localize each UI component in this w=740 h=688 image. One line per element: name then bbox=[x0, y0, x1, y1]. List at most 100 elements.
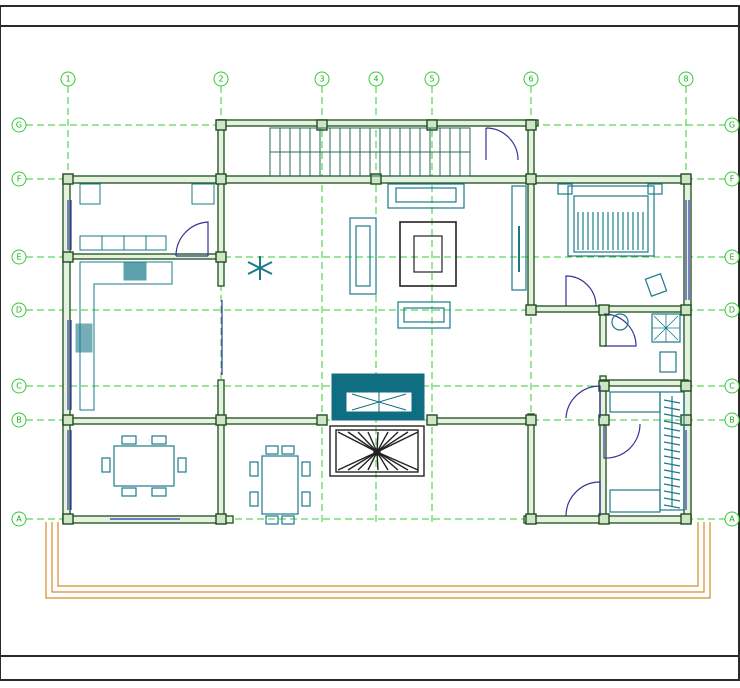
wall-post bbox=[525, 414, 537, 426]
drawing-frame-outer bbox=[0, 5, 740, 681]
wall-post bbox=[370, 173, 382, 185]
grid-bubble bbox=[11, 412, 27, 428]
door-swing-icon bbox=[603, 313, 637, 347]
grid-axis-label: E bbox=[16, 253, 21, 262]
wall-post bbox=[215, 119, 227, 131]
grid-bubble bbox=[724, 117, 740, 133]
grid-axis-label: A bbox=[729, 515, 735, 524]
wall-post bbox=[680, 513, 692, 525]
wall-post bbox=[680, 414, 692, 426]
grid-bubble bbox=[11, 249, 27, 265]
wardrobe bbox=[609, 391, 685, 513]
grid-axis-label: D bbox=[16, 306, 22, 315]
grid-bubble bbox=[11, 117, 27, 133]
door-swing-icon bbox=[175, 221, 209, 257]
grid-axis-label: F bbox=[730, 175, 735, 184]
entrance-landing bbox=[329, 425, 425, 477]
wall-post bbox=[525, 304, 537, 316]
grid-axis-label: G bbox=[729, 121, 735, 130]
wall-post bbox=[215, 414, 227, 426]
bedroom bbox=[511, 183, 668, 297]
wall-posts bbox=[62, 119, 692, 525]
door-swing-icon bbox=[485, 127, 519, 161]
grid-bubble bbox=[213, 71, 229, 87]
grid-bubble bbox=[724, 378, 740, 394]
grid-bubble bbox=[523, 71, 539, 87]
wall-post bbox=[426, 414, 438, 426]
coffee-table-icon bbox=[399, 221, 457, 287]
grid-bubble bbox=[724, 171, 740, 187]
door-swing-icon bbox=[565, 481, 601, 517]
toilet-icon bbox=[659, 351, 677, 373]
grid-bubble bbox=[724, 249, 740, 265]
bathroom bbox=[611, 313, 681, 373]
living-room bbox=[247, 183, 465, 329]
bed-icon bbox=[567, 185, 655, 257]
grid-bubble bbox=[314, 71, 330, 87]
doors bbox=[175, 127, 641, 517]
grid-axis-label: F bbox=[17, 175, 22, 184]
grid-axis-label: 3 bbox=[319, 75, 324, 84]
grid-axis-label: C bbox=[729, 382, 735, 391]
door-swing-icon bbox=[565, 275, 597, 307]
staircase bbox=[269, 127, 471, 177]
sink-icon bbox=[75, 323, 93, 353]
sofa-icon bbox=[387, 183, 465, 209]
wall-post bbox=[525, 513, 537, 525]
terrace bbox=[45, 522, 711, 599]
grid-bubble bbox=[424, 71, 440, 87]
fireplace bbox=[331, 373, 425, 421]
grid-axis-label: A bbox=[16, 515, 22, 524]
wall-post bbox=[680, 173, 692, 185]
door-swing-icon bbox=[565, 385, 601, 419]
sofa-icon bbox=[349, 217, 377, 295]
wall-post bbox=[680, 380, 692, 392]
grid-axis-label: C bbox=[16, 382, 22, 391]
wall-post bbox=[525, 119, 537, 131]
grid-bubble bbox=[11, 511, 27, 527]
dining-table-right bbox=[249, 445, 311, 525]
grid-axis-label: 5 bbox=[429, 75, 434, 84]
grid-bubble bbox=[11, 302, 27, 318]
dining-table-left bbox=[101, 435, 187, 497]
wall-post bbox=[62, 173, 74, 185]
door-swing-icon bbox=[603, 423, 641, 459]
grid-axis-label: 2 bbox=[218, 75, 223, 84]
grid-bubble bbox=[11, 378, 27, 394]
wall-post bbox=[680, 304, 692, 316]
wall-post bbox=[215, 173, 227, 185]
stove-icon bbox=[123, 261, 147, 281]
grid-axis-label: 1 bbox=[65, 75, 70, 84]
grid-bubble bbox=[11, 171, 27, 187]
wall-post bbox=[598, 304, 610, 316]
kitchen bbox=[75, 183, 215, 411]
plant-icon bbox=[247, 256, 273, 280]
wall-post bbox=[62, 414, 74, 426]
sofa-icon bbox=[397, 301, 451, 329]
wall-post bbox=[316, 119, 328, 131]
wall-post bbox=[215, 513, 227, 525]
grid-axis-label: B bbox=[16, 416, 22, 425]
armchair-icon bbox=[644, 273, 668, 297]
wall-post bbox=[62, 513, 74, 525]
grid-axis-label: 4 bbox=[373, 75, 378, 84]
wall-post bbox=[525, 173, 537, 185]
grid-bubble bbox=[724, 302, 740, 318]
table-icon bbox=[113, 445, 175, 487]
wall-post bbox=[215, 251, 227, 263]
grid-axis-label: 6 bbox=[528, 75, 533, 84]
grid-axis-label: G bbox=[16, 121, 22, 130]
grid-bubble bbox=[678, 71, 694, 87]
grid-bubble bbox=[60, 71, 76, 87]
grid-bubble bbox=[724, 412, 740, 428]
washbasin-icon bbox=[611, 313, 629, 331]
grid-axis-label: 8 bbox=[683, 75, 688, 84]
grid-axis-label: D bbox=[729, 306, 735, 315]
grid-axis-label: E bbox=[729, 253, 734, 262]
table-icon bbox=[261, 455, 299, 515]
windows bbox=[67, 200, 690, 520]
wall-post bbox=[426, 119, 438, 131]
